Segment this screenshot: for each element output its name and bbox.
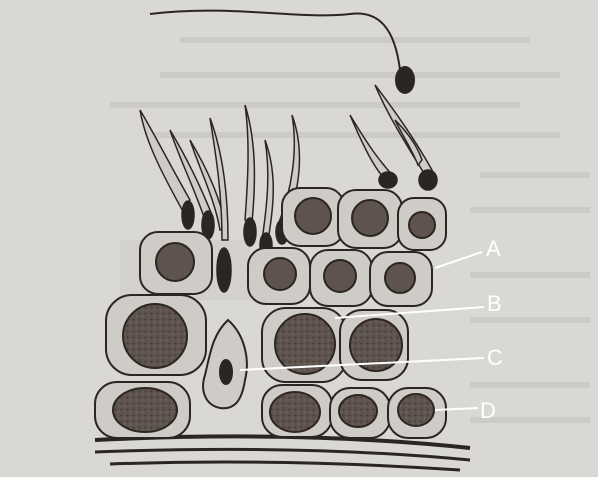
cell [398, 198, 446, 250]
cell [370, 252, 432, 306]
cell [310, 250, 372, 306]
cell [95, 382, 190, 438]
cell [330, 388, 390, 438]
cell [106, 295, 206, 375]
cell [338, 190, 402, 248]
label-b: B [487, 291, 502, 316]
cell [282, 188, 344, 246]
cell [340, 310, 408, 380]
label-d: D [480, 398, 496, 423]
label-c: C [487, 345, 503, 370]
cell [140, 232, 212, 294]
cell [262, 308, 346, 382]
cell [262, 385, 332, 437]
cell [248, 248, 310, 304]
label-a: A [486, 236, 501, 261]
cell [388, 388, 446, 438]
